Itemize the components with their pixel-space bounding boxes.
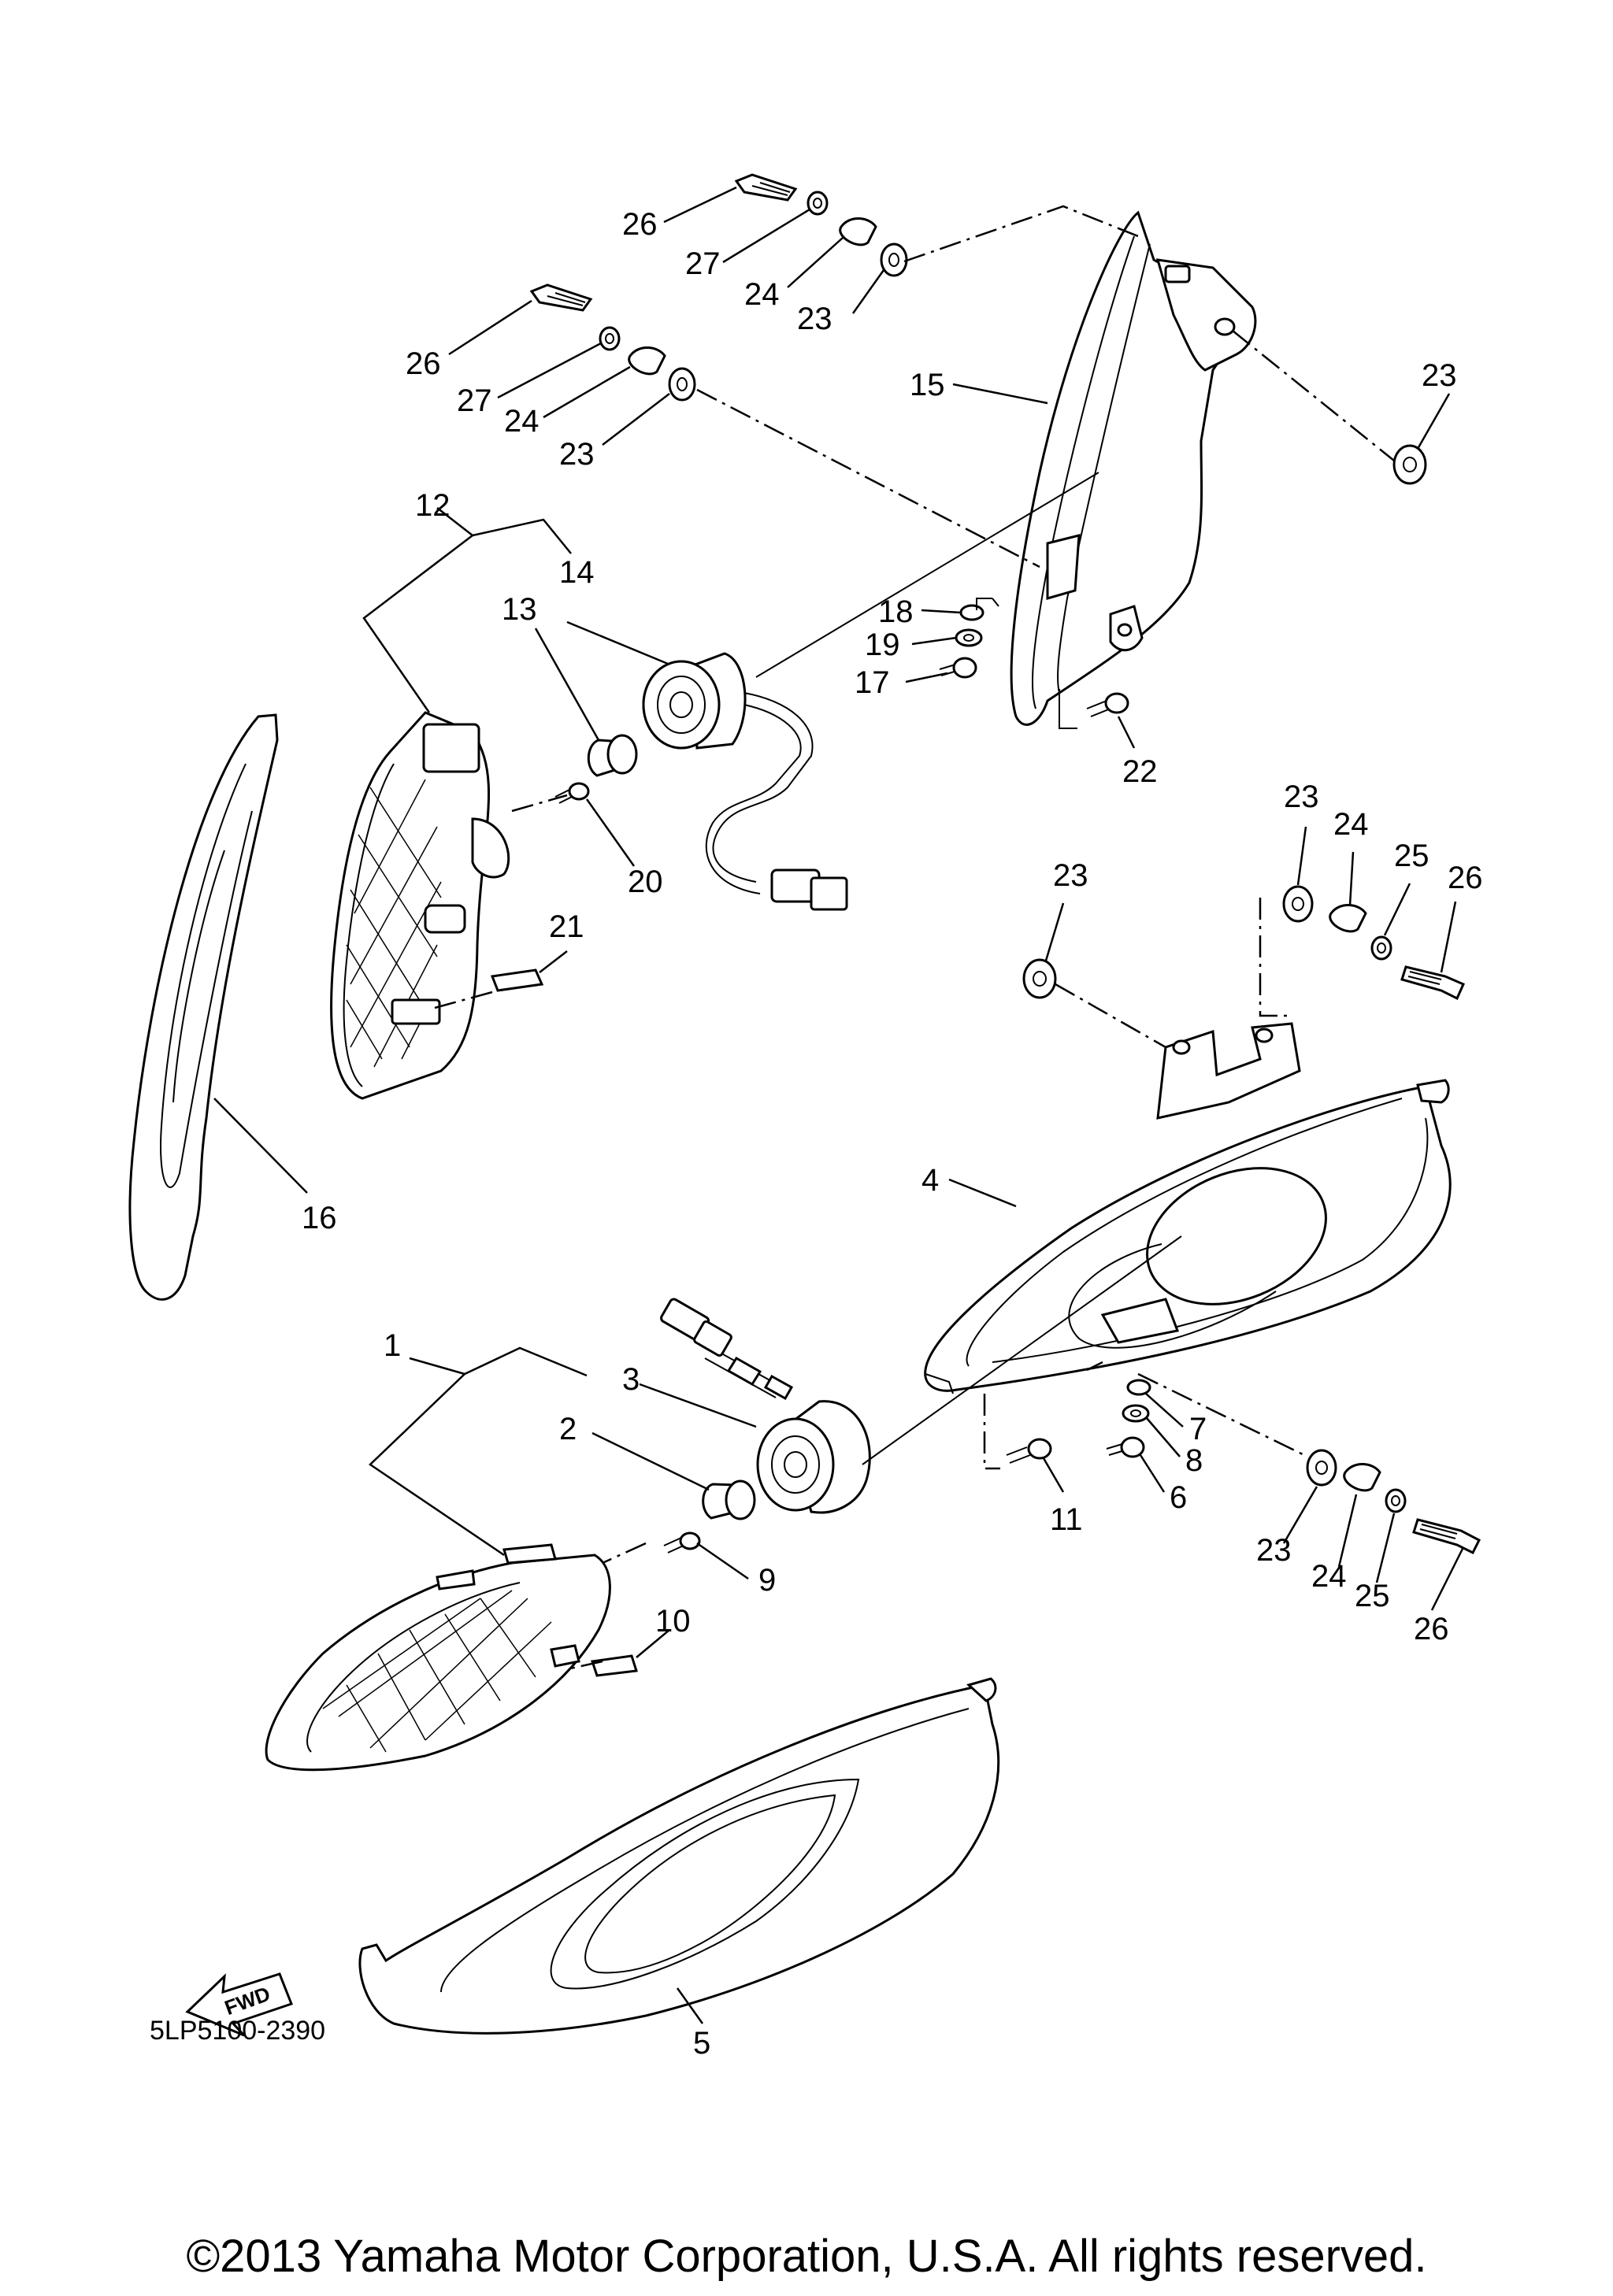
callout-23-upper-1: 23 xyxy=(797,302,832,336)
callout-labels: 26 27 24 23 26 27 24 23 23 15 12 14 13 1… xyxy=(302,207,1483,2061)
callout-4: 4 xyxy=(921,1163,939,1198)
callout-27-upper-1: 27 xyxy=(685,246,721,281)
callout-25-lower-bottom: 25 xyxy=(1355,1579,1390,1613)
callout-15: 15 xyxy=(910,368,945,402)
part-13-bulb xyxy=(587,734,638,777)
part-16-cover xyxy=(128,713,279,1301)
part-4-housing xyxy=(924,1022,1452,1394)
callout-22: 22 xyxy=(1122,754,1158,789)
callout-23-upper-right: 23 xyxy=(1422,358,1457,393)
callout-18: 18 xyxy=(878,594,914,629)
part-15-bracket xyxy=(1010,210,1257,726)
callout-26-lower-top: 26 xyxy=(1448,861,1483,895)
callout-24-lower-top: 24 xyxy=(1333,807,1369,842)
part-17-screw xyxy=(939,657,977,679)
part-19-washer xyxy=(955,628,983,647)
part-14-socket-harness xyxy=(642,652,848,911)
callout-26-lower-bottom: 26 xyxy=(1414,1612,1449,1646)
callout-24-upper-1: 24 xyxy=(744,277,780,312)
callout-23-lower-bottom: 23 xyxy=(1256,1533,1292,1568)
part-7-nut xyxy=(1126,1379,1151,1396)
part-2-bulb xyxy=(702,1479,756,1520)
callout-8: 8 xyxy=(1185,1443,1203,1478)
callout-3: 3 xyxy=(622,1362,640,1397)
callout-11: 11 xyxy=(1050,1502,1083,1537)
part-5-cover xyxy=(358,1677,1000,2035)
fastener-stack-upper-2 xyxy=(529,283,696,402)
callout-1: 1 xyxy=(384,1328,401,1363)
part-8-washer xyxy=(1122,1404,1150,1423)
part-10-clip xyxy=(591,1654,638,1677)
callout-9: 9 xyxy=(758,1563,776,1598)
callout-26-upper-1: 26 xyxy=(622,207,658,242)
part-22-screw xyxy=(1086,692,1129,717)
callout-10: 10 xyxy=(655,1604,691,1639)
fastener-stack-lower-1 xyxy=(1022,885,1465,1001)
callout-25-lower-top: 25 xyxy=(1394,839,1429,873)
callout-6: 6 xyxy=(1170,1480,1187,1515)
callout-17: 17 xyxy=(855,665,890,700)
callout-19: 19 xyxy=(865,628,900,662)
callout-21: 21 xyxy=(549,909,584,944)
callout-23-lower-left: 23 xyxy=(1053,858,1088,893)
drawing-code: 5LP5100-2390 xyxy=(150,2016,325,2046)
part-20-screw xyxy=(554,782,590,804)
callout-23-upper-2: 23 xyxy=(559,437,595,472)
assembly-lines xyxy=(434,205,1395,1671)
fastener-stack-lower-2 xyxy=(1306,1449,1481,1555)
callout-24-lower-bottom: 24 xyxy=(1311,1559,1347,1594)
part-3-socket-harness xyxy=(660,1298,871,1514)
part-1-turn-lamp xyxy=(265,1543,611,1772)
part-9-screw xyxy=(663,1531,701,1554)
callout-23-lower-top: 23 xyxy=(1284,780,1319,814)
part-21-clip xyxy=(490,968,544,992)
callout-13: 13 xyxy=(502,592,537,627)
callout-26-upper-2: 26 xyxy=(406,346,441,381)
callout-24-upper-2: 24 xyxy=(504,404,540,439)
leader-lines xyxy=(213,186,1465,2024)
callout-14: 14 xyxy=(559,555,595,590)
part-12-turn-lamp xyxy=(330,711,510,1100)
part-6-screw xyxy=(1106,1436,1145,1458)
callout-20: 20 xyxy=(628,865,663,899)
callout-16: 16 xyxy=(302,1201,337,1235)
fwd-arrow-icon: FWD xyxy=(185,1972,293,2037)
callout-7: 7 xyxy=(1189,1412,1207,1446)
callout-2: 2 xyxy=(559,1412,577,1446)
fastener-stack-upper-1 xyxy=(734,173,908,277)
copyright-notice: ©2013 Yamaha Motor Corporation, U.S.A. A… xyxy=(186,2231,1426,2282)
callout-5: 5 xyxy=(693,2026,710,2061)
part-11-screw xyxy=(1006,1438,1052,1464)
callout-27-upper-2: 27 xyxy=(457,383,492,418)
part-18-nut xyxy=(959,604,984,621)
callout-12: 12 xyxy=(415,488,451,523)
part-23-grommet-upper-right xyxy=(1392,444,1427,485)
